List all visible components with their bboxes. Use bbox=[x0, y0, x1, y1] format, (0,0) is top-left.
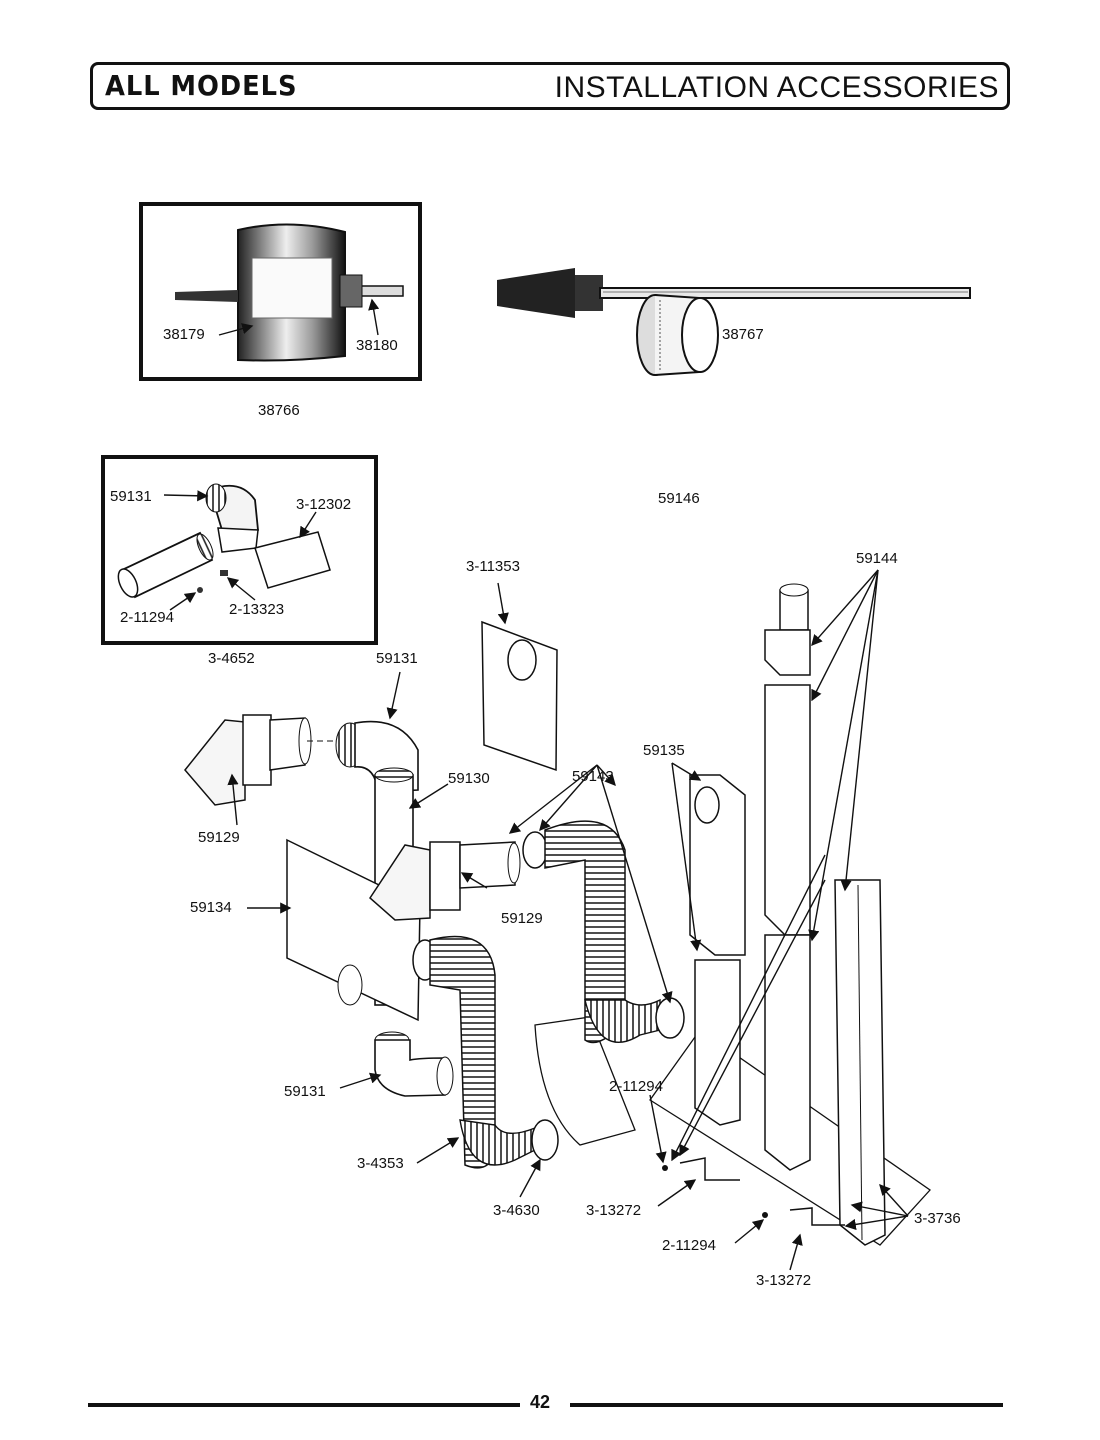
vent-kit bbox=[101, 455, 378, 645]
label-59130: 59130 bbox=[448, 770, 490, 787]
label-3-13272-b: 3-13272 bbox=[756, 1272, 812, 1289]
label-59131-kit: 59131 bbox=[110, 488, 152, 505]
template-sheet bbox=[481, 582, 558, 772]
page-number: 42 bbox=[530, 1392, 551, 1412]
label-3-12302: 3-12302 bbox=[296, 496, 352, 513]
label-38766: 38766 bbox=[258, 402, 300, 419]
label-59129-mid: 59129 bbox=[501, 910, 543, 927]
label-59131-bottom: 59131 bbox=[284, 1083, 326, 1100]
coupler bbox=[636, 294, 719, 376]
label-3-4652: 3-4652 bbox=[208, 650, 255, 667]
label-59135: 59135 bbox=[643, 742, 685, 759]
label-59144: 59144 bbox=[856, 550, 898, 567]
label-2-11294-kit: 2-11294 bbox=[120, 609, 174, 626]
label-2-13323: 2-13323 bbox=[229, 601, 285, 618]
models-title: ALL MODELS bbox=[105, 69, 298, 102]
label-59129-left: 59129 bbox=[198, 829, 240, 846]
label-2-11294-b: 2-11294 bbox=[662, 1237, 716, 1254]
drill-extension bbox=[497, 268, 971, 318]
label-38179: 38179 bbox=[163, 326, 205, 343]
header-banner: ALL MODELS INSTALLATION ACCESSORIES bbox=[90, 62, 1010, 110]
label-59134: 59134 bbox=[190, 899, 232, 916]
label-2-11294-a: 2-11294 bbox=[609, 1078, 663, 1095]
label-3-4630: 3-4630 bbox=[493, 1202, 540, 1219]
label-59131-top: 59131 bbox=[376, 650, 418, 667]
label-59143: 59143 bbox=[572, 768, 614, 785]
section-title: INSTALLATION ACCESSORIES bbox=[554, 71, 999, 104]
label-38767: 38767 bbox=[722, 326, 764, 343]
label-38180: 38180 bbox=[356, 337, 398, 354]
main-assembly bbox=[184, 569, 931, 1271]
label-3-13272-a: 3-13272 bbox=[586, 1202, 642, 1219]
label-59146: 59146 bbox=[658, 490, 700, 507]
label-3-11353: 3-11353 bbox=[466, 558, 520, 575]
hole-saw-kit bbox=[139, 202, 422, 381]
label-3-3736: 3-3736 bbox=[914, 1210, 961, 1227]
label-3-4353: 3-4353 bbox=[357, 1155, 404, 1172]
